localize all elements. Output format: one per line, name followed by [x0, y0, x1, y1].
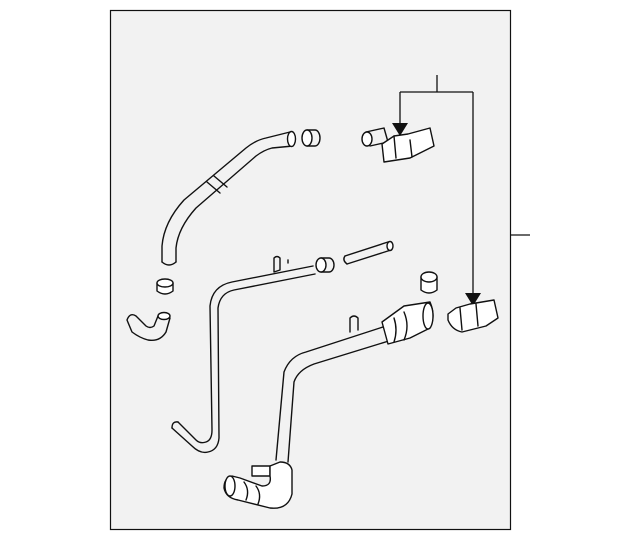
bracket-clip-upper — [381, 127, 435, 163]
short-hose-middle — [343, 240, 394, 265]
bracket-clip-lower — [447, 299, 499, 333]
arrow-head-upper — [392, 123, 408, 136]
hose-clamp-middle — [315, 257, 335, 273]
elbow-hose-left — [126, 311, 171, 342]
small-cap — [156, 278, 174, 295]
arrow-head-lower — [465, 293, 481, 306]
diagram-panel — [109, 9, 512, 531]
filler-pipe-assembly — [223, 301, 434, 509]
callout-leader — [392, 75, 481, 306]
long-vent-tube — [171, 255, 316, 454]
hose-clamp-upper — [301, 129, 321, 147]
hose-connector-upper — [361, 127, 389, 147]
upper-breather-hose — [161, 130, 297, 266]
hose-clamp-small — [420, 271, 438, 294]
